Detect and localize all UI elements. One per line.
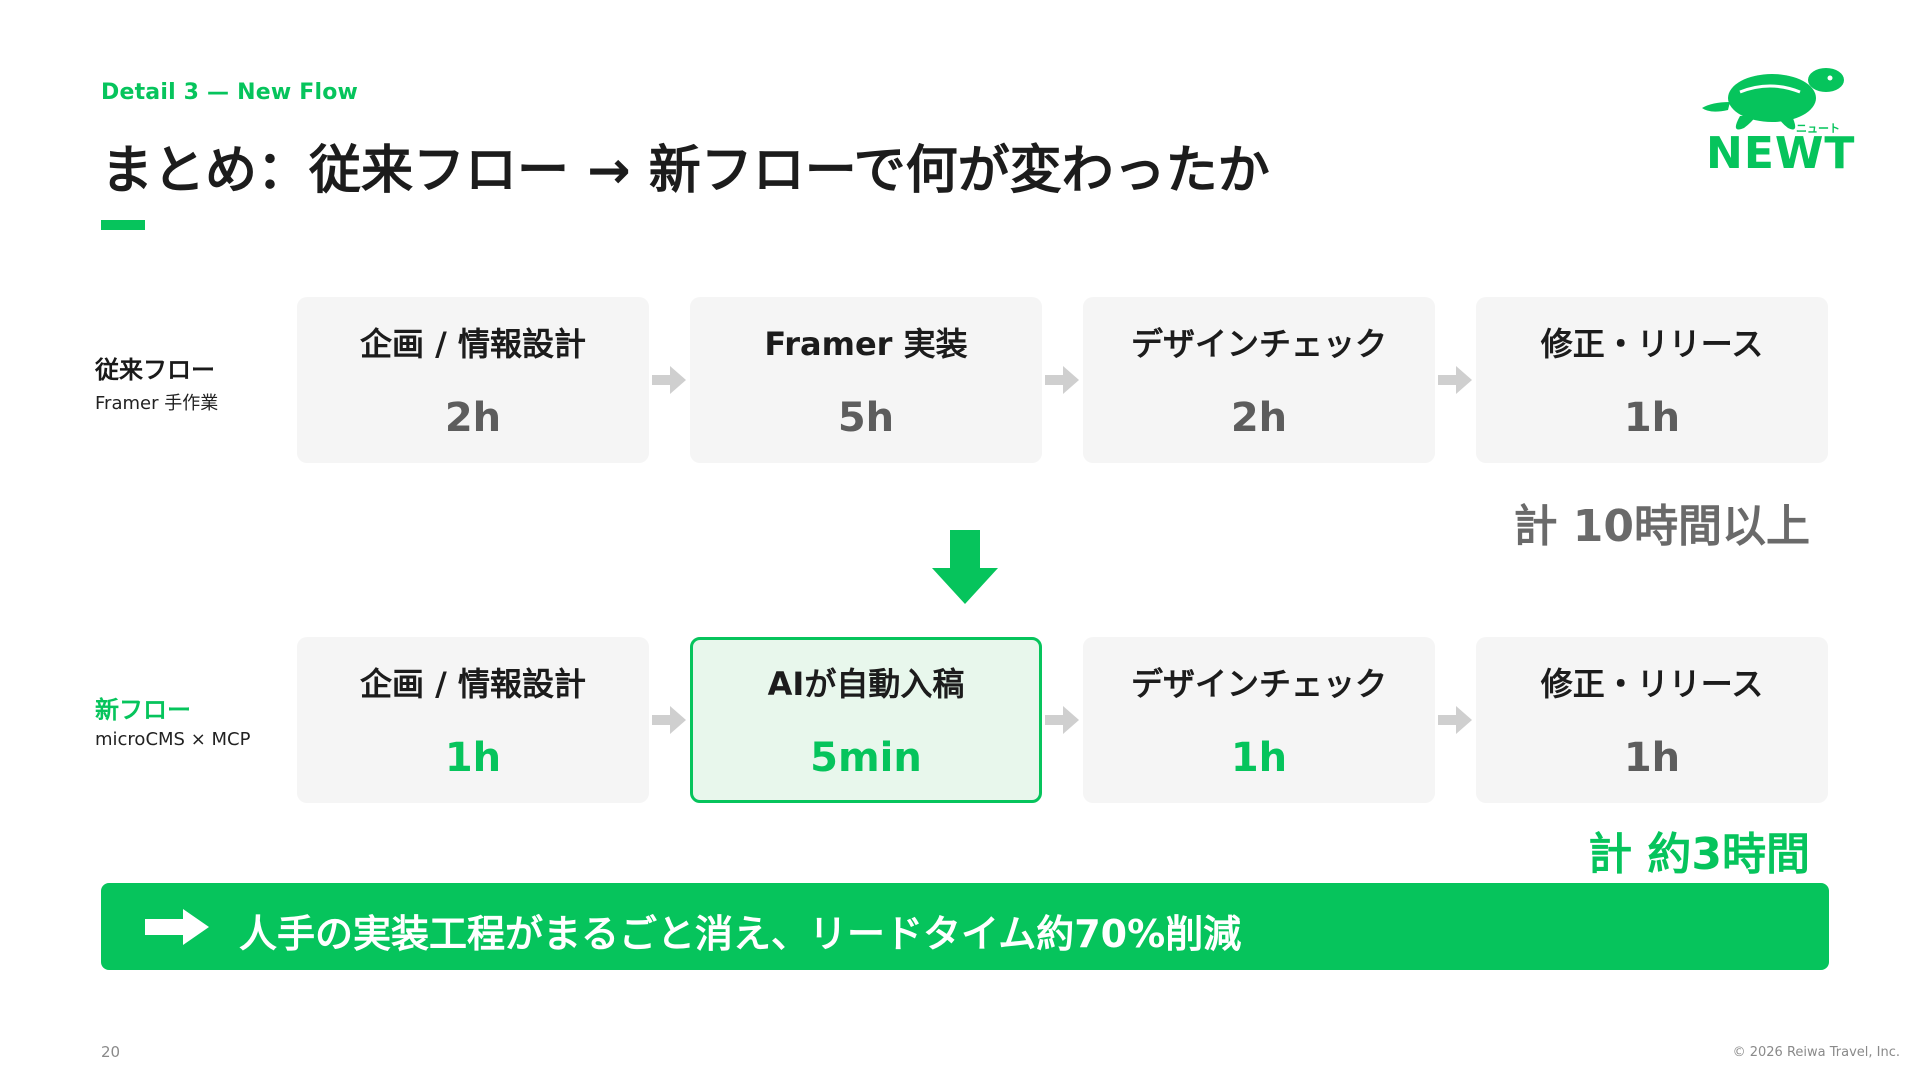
new-flow-title: 新フロー [95,696,191,724]
new-flow-subtitle: microCMS × MCP [95,729,251,750]
old-flow-title: 従来フロー [95,356,215,384]
turtle-icon [1702,68,1844,130]
step-time: 1h [1623,735,1681,781]
arrow-right-icon [652,366,686,394]
old-step-release: 修正・リリース 1h [1476,297,1828,463]
copyright: © 2026 Reiwa Travel, Inc. [1732,1045,1900,1060]
arrow-right-icon [145,909,209,945]
arrow-right-icon [652,706,686,734]
step-time: 1h [1623,395,1681,441]
step-time: 5h [837,395,895,441]
step-name: デザインチェック [1130,665,1387,703]
step-time: 1h [444,735,502,781]
new-step-ai-auto-post: AIが自動入稿 5min [690,637,1042,803]
old-flow-total: 計 10時間以上 [1513,501,1810,552]
old-step-design-check: デザインチェック 2h [1083,297,1435,463]
step-name: 修正・リリース [1540,325,1764,363]
step-name: デザインチェック [1130,325,1387,363]
page-number: 20 [101,1043,121,1061]
logo-kana: ニュート [1796,122,1840,135]
old-flow-subtitle: Framer 手作業 [95,393,219,414]
step-time: 2h [444,395,502,441]
old-step-framer: Framer 実装 5h [690,297,1042,463]
arrow-right-icon [1045,366,1079,394]
new-flow-label: 新フロー microCMS × MCP [95,690,250,750]
page-title: まとめ：従来フロー → 新フローで何が変わったか [101,141,1270,201]
step-time: 5min [810,735,922,781]
new-step-release: 修正・リリース 1h [1476,637,1828,803]
arrow-right-icon [1045,706,1079,734]
arrow-right-icon [1438,706,1472,734]
step-time: 2h [1230,395,1288,441]
step-name: AIが自動入稿 [767,665,965,703]
section-eyebrow: Detail 3 — New Flow [101,80,359,105]
brand-logo-text: NEWT [1706,128,1856,179]
summary-banner: 人手の実装工程がまるごと消え、リードタイム約70%削減 [101,883,1829,970]
arrow-right-icon [1438,366,1472,394]
old-flow-label: 従来フロー Framer 手作業 [95,350,218,415]
title-underline [101,220,145,230]
step-name: 修正・リリース [1540,665,1764,703]
summary-text: 人手の実装工程がまるごと消え、リードタイム約70%削減 [239,912,1242,956]
new-step-planning: 企画 / 情報設計 1h [297,637,649,803]
step-time: 1h [1230,735,1288,781]
step-name: Framer 実装 [764,325,968,363]
new-step-design-check: デザインチェック 1h [1083,637,1435,803]
step-name: 企画 / 情報設計 [360,665,586,703]
step-name: 企画 / 情報設計 [360,325,586,363]
arrow-down-icon [932,530,998,604]
old-step-planning: 企画 / 情報設計 2h [297,297,649,463]
new-flow-total: 計 約3時間 [1588,829,1810,880]
